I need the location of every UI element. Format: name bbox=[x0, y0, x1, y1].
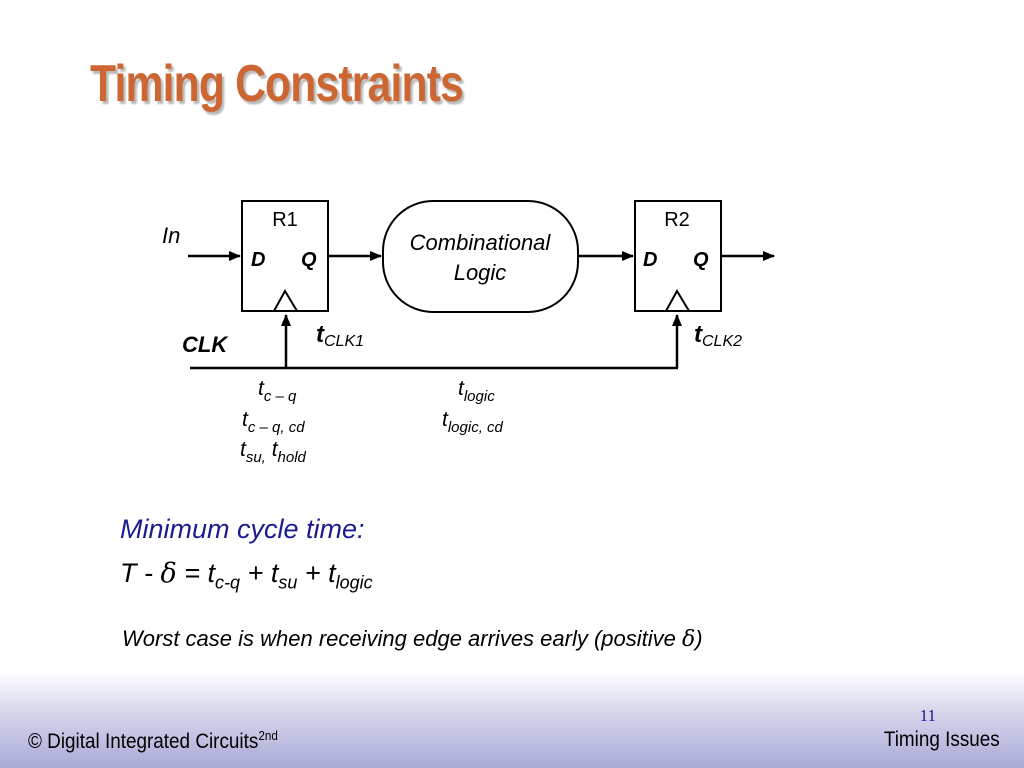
footer-section-title: Timing Issues bbox=[884, 728, 1000, 751]
worst-case-delta: δ bbox=[682, 627, 696, 652]
register-r1-label: R1 bbox=[272, 209, 298, 231]
footer-band bbox=[0, 672, 1024, 768]
min-cycle-label: Minimum cycle time: bbox=[120, 514, 365, 544]
t-su-t-hold-label: tsu, thold bbox=[240, 438, 307, 466]
worst-case-text: Worst case is when receiving edge arrive… bbox=[122, 626, 683, 651]
formula-eq: = t bbox=[176, 558, 216, 588]
formula-plus1: + t bbox=[240, 558, 279, 588]
formula-sub-logic: logic bbox=[335, 572, 373, 593]
formula-delta: δ bbox=[160, 558, 177, 589]
register-r1-q-label: Q bbox=[301, 249, 317, 271]
register-r2-d-label: D bbox=[643, 249, 657, 271]
slide-title: Timing Constraints bbox=[90, 55, 464, 113]
formula-lhs: T - bbox=[120, 558, 161, 588]
combinational-logic-block bbox=[382, 200, 579, 313]
t-clk2-label: tCLK2 bbox=[694, 321, 742, 350]
formula-plus2: + t bbox=[297, 558, 336, 588]
footer-copyright: © Digital Integrated Circuits2nd bbox=[28, 728, 278, 754]
formula-sub-cq: c-q bbox=[215, 572, 241, 593]
logic-label-line2: Logic bbox=[454, 260, 507, 285]
input-label: In bbox=[162, 223, 180, 248]
register-r2-clock-triangle bbox=[665, 288, 690, 312]
cycle-time-formula: T - δ = tc-q + tsu + tlogic bbox=[120, 558, 373, 593]
register-r1-clock-triangle bbox=[273, 288, 298, 312]
t-c-q-cd-label: tc – q, cd bbox=[242, 408, 305, 436]
worst-case-note: Worst case is when receiving edge arrive… bbox=[122, 626, 703, 652]
logic-label-line1: Combinational bbox=[410, 230, 552, 255]
t-c-q-label: tc – q bbox=[258, 377, 297, 405]
register-r1-d-label: D bbox=[251, 249, 265, 271]
t-logic-label: tlogic bbox=[458, 377, 495, 405]
worst-case-close: ) bbox=[695, 626, 703, 651]
footer-left-text: © Digital Integrated Circuits bbox=[28, 730, 259, 753]
footer-left-sup: 2nd bbox=[258, 728, 278, 743]
clk-label: CLK bbox=[182, 332, 229, 357]
t-logic-cd-label: tlogic, cd bbox=[442, 408, 504, 436]
formula-sub-su: su bbox=[278, 572, 298, 593]
register-r2-q-label: Q bbox=[693, 249, 709, 271]
t-clk1-label: tCLK1 bbox=[316, 321, 364, 350]
page-number: 11 bbox=[919, 706, 936, 725]
register-r2-label: R2 bbox=[664, 209, 690, 231]
